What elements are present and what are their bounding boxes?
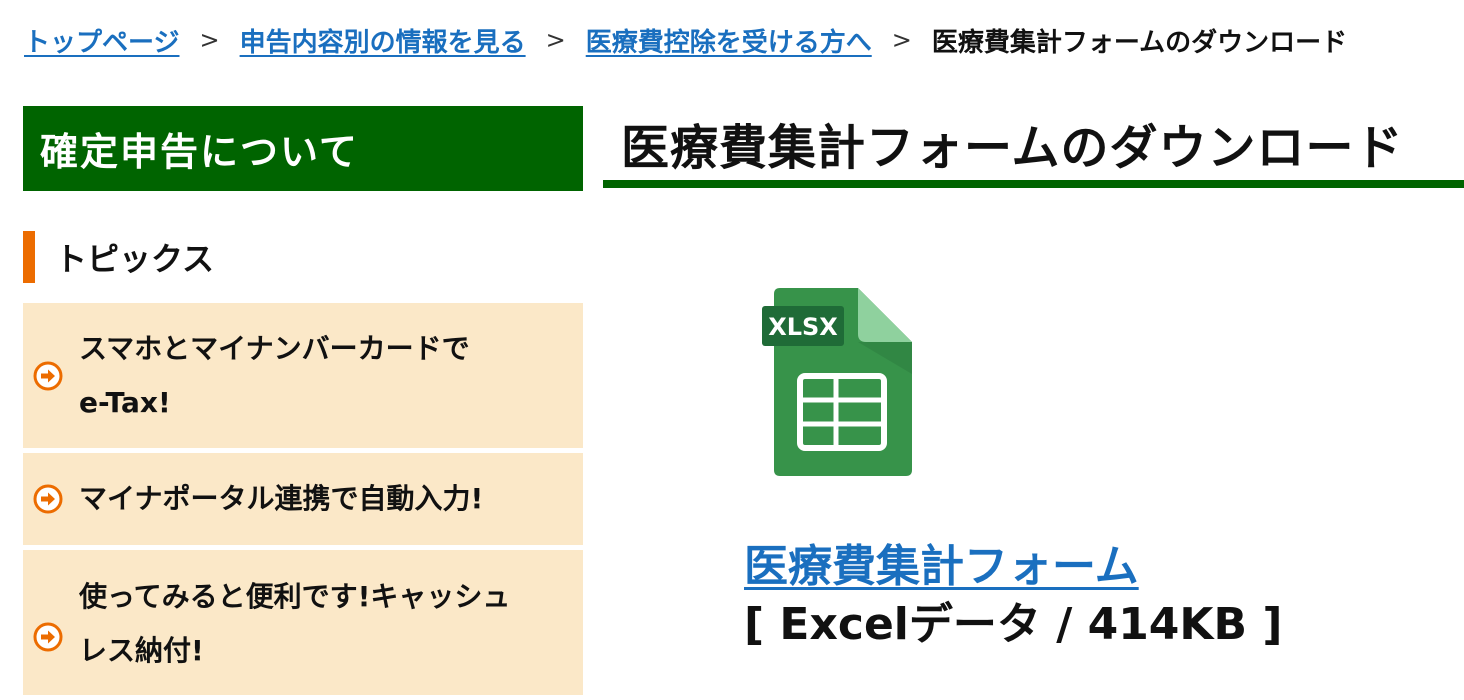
breadcrumb-link-by-topic[interactable]: 申告内容別の情報を見る [239,27,526,58]
breadcrumb-separator: > [199,26,220,54]
topic-item-cashless-payment[interactable]: 使ってみると便利です!キャッシュ レス納付! [23,550,583,695]
file-info-label: [ Excelデータ / 414KB ] [744,599,1283,650]
arrow-circle-right-icon [33,622,63,652]
breadcrumb: トップページ > 申告内容別の情報を見る > 医療費控除を受ける方へ > 医療費… [24,20,1347,60]
topic-item-smartphone-etax[interactable]: スマホとマイナンバーカードで e-Tax! [23,303,583,448]
breadcrumb-link-top[interactable]: トップページ [24,27,180,58]
breadcrumb-current: 医療費集計フォームのダウンロード [931,27,1348,58]
topic-item-label: 使ってみると便利です!キャッシュ レス納付! [79,580,511,667]
arrow-circle-right-icon [33,361,63,390]
breadcrumb-link-medical-deduction[interactable]: 医療費控除を受ける方へ [585,27,872,58]
breadcrumb-separator: > [891,26,912,54]
topics-heading-accent-bar [23,231,35,283]
topic-list: スマホとマイナンバーカードで e-Tax! マイナポータル連携で自動入力! 使っ… [23,303,583,700]
topics-heading: トピックス [23,231,214,283]
topic-item-label: スマホとマイナンバーカードで e-Tax! [79,331,470,419]
topic-item-label: マイナポータル連携で自動入力! [79,482,484,515]
file-type-label: XLSX [768,313,838,341]
breadcrumb-separator: > [545,26,566,54]
topics-heading-label: トピックス [55,240,215,278]
excel-file-icon[interactable]: XLSX [762,284,914,478]
topic-item-mynaportal[interactable]: マイナポータル連携で自動入力! [23,453,583,545]
arrow-circle-right-icon [33,484,63,514]
page-title: 医療費集計フォームのダウンロード [603,108,1464,188]
download-medical-form-link[interactable]: 医療費集計フォーム [744,541,1139,592]
sidebar-header[interactable]: 確定申告について [23,106,583,191]
